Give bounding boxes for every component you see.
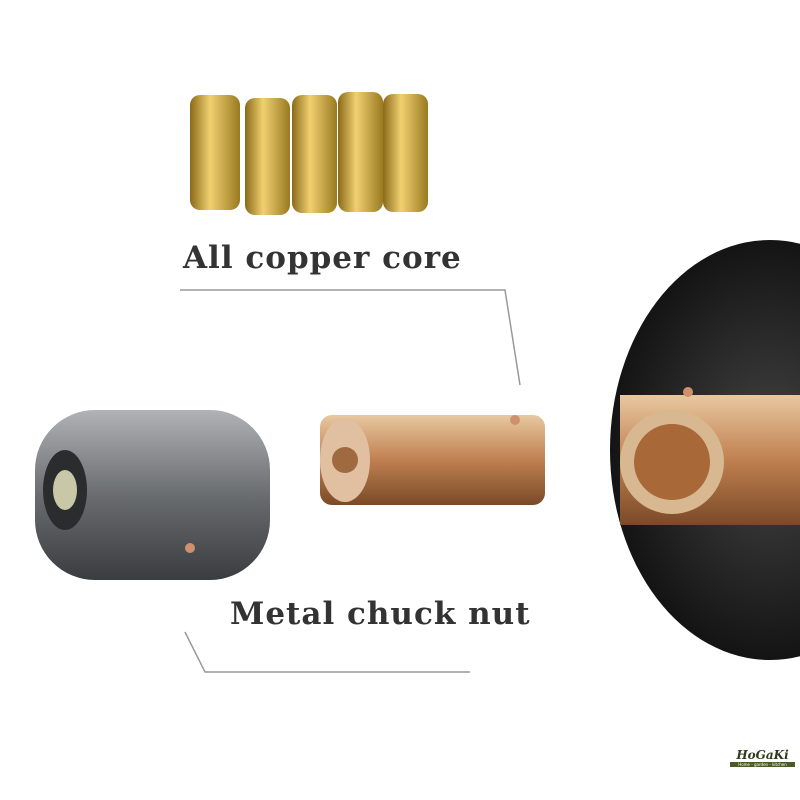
brand-logo: HoGaKi Home - garden - kitchen xyxy=(730,748,795,767)
leader-line-nut xyxy=(184,631,470,673)
brass-collets xyxy=(190,92,428,215)
metal-chuck-nut xyxy=(35,410,270,580)
copper-collet xyxy=(320,415,545,505)
leader-line-copper xyxy=(180,289,521,386)
caption-chuck-nut: Metal chuck nut xyxy=(230,596,531,632)
logo-name: HoGaKi xyxy=(736,748,789,762)
caption-copper-core: All copper core xyxy=(183,240,462,276)
logo-tagline: Home - garden - kitchen xyxy=(730,762,795,767)
chuck-housing xyxy=(610,240,800,660)
